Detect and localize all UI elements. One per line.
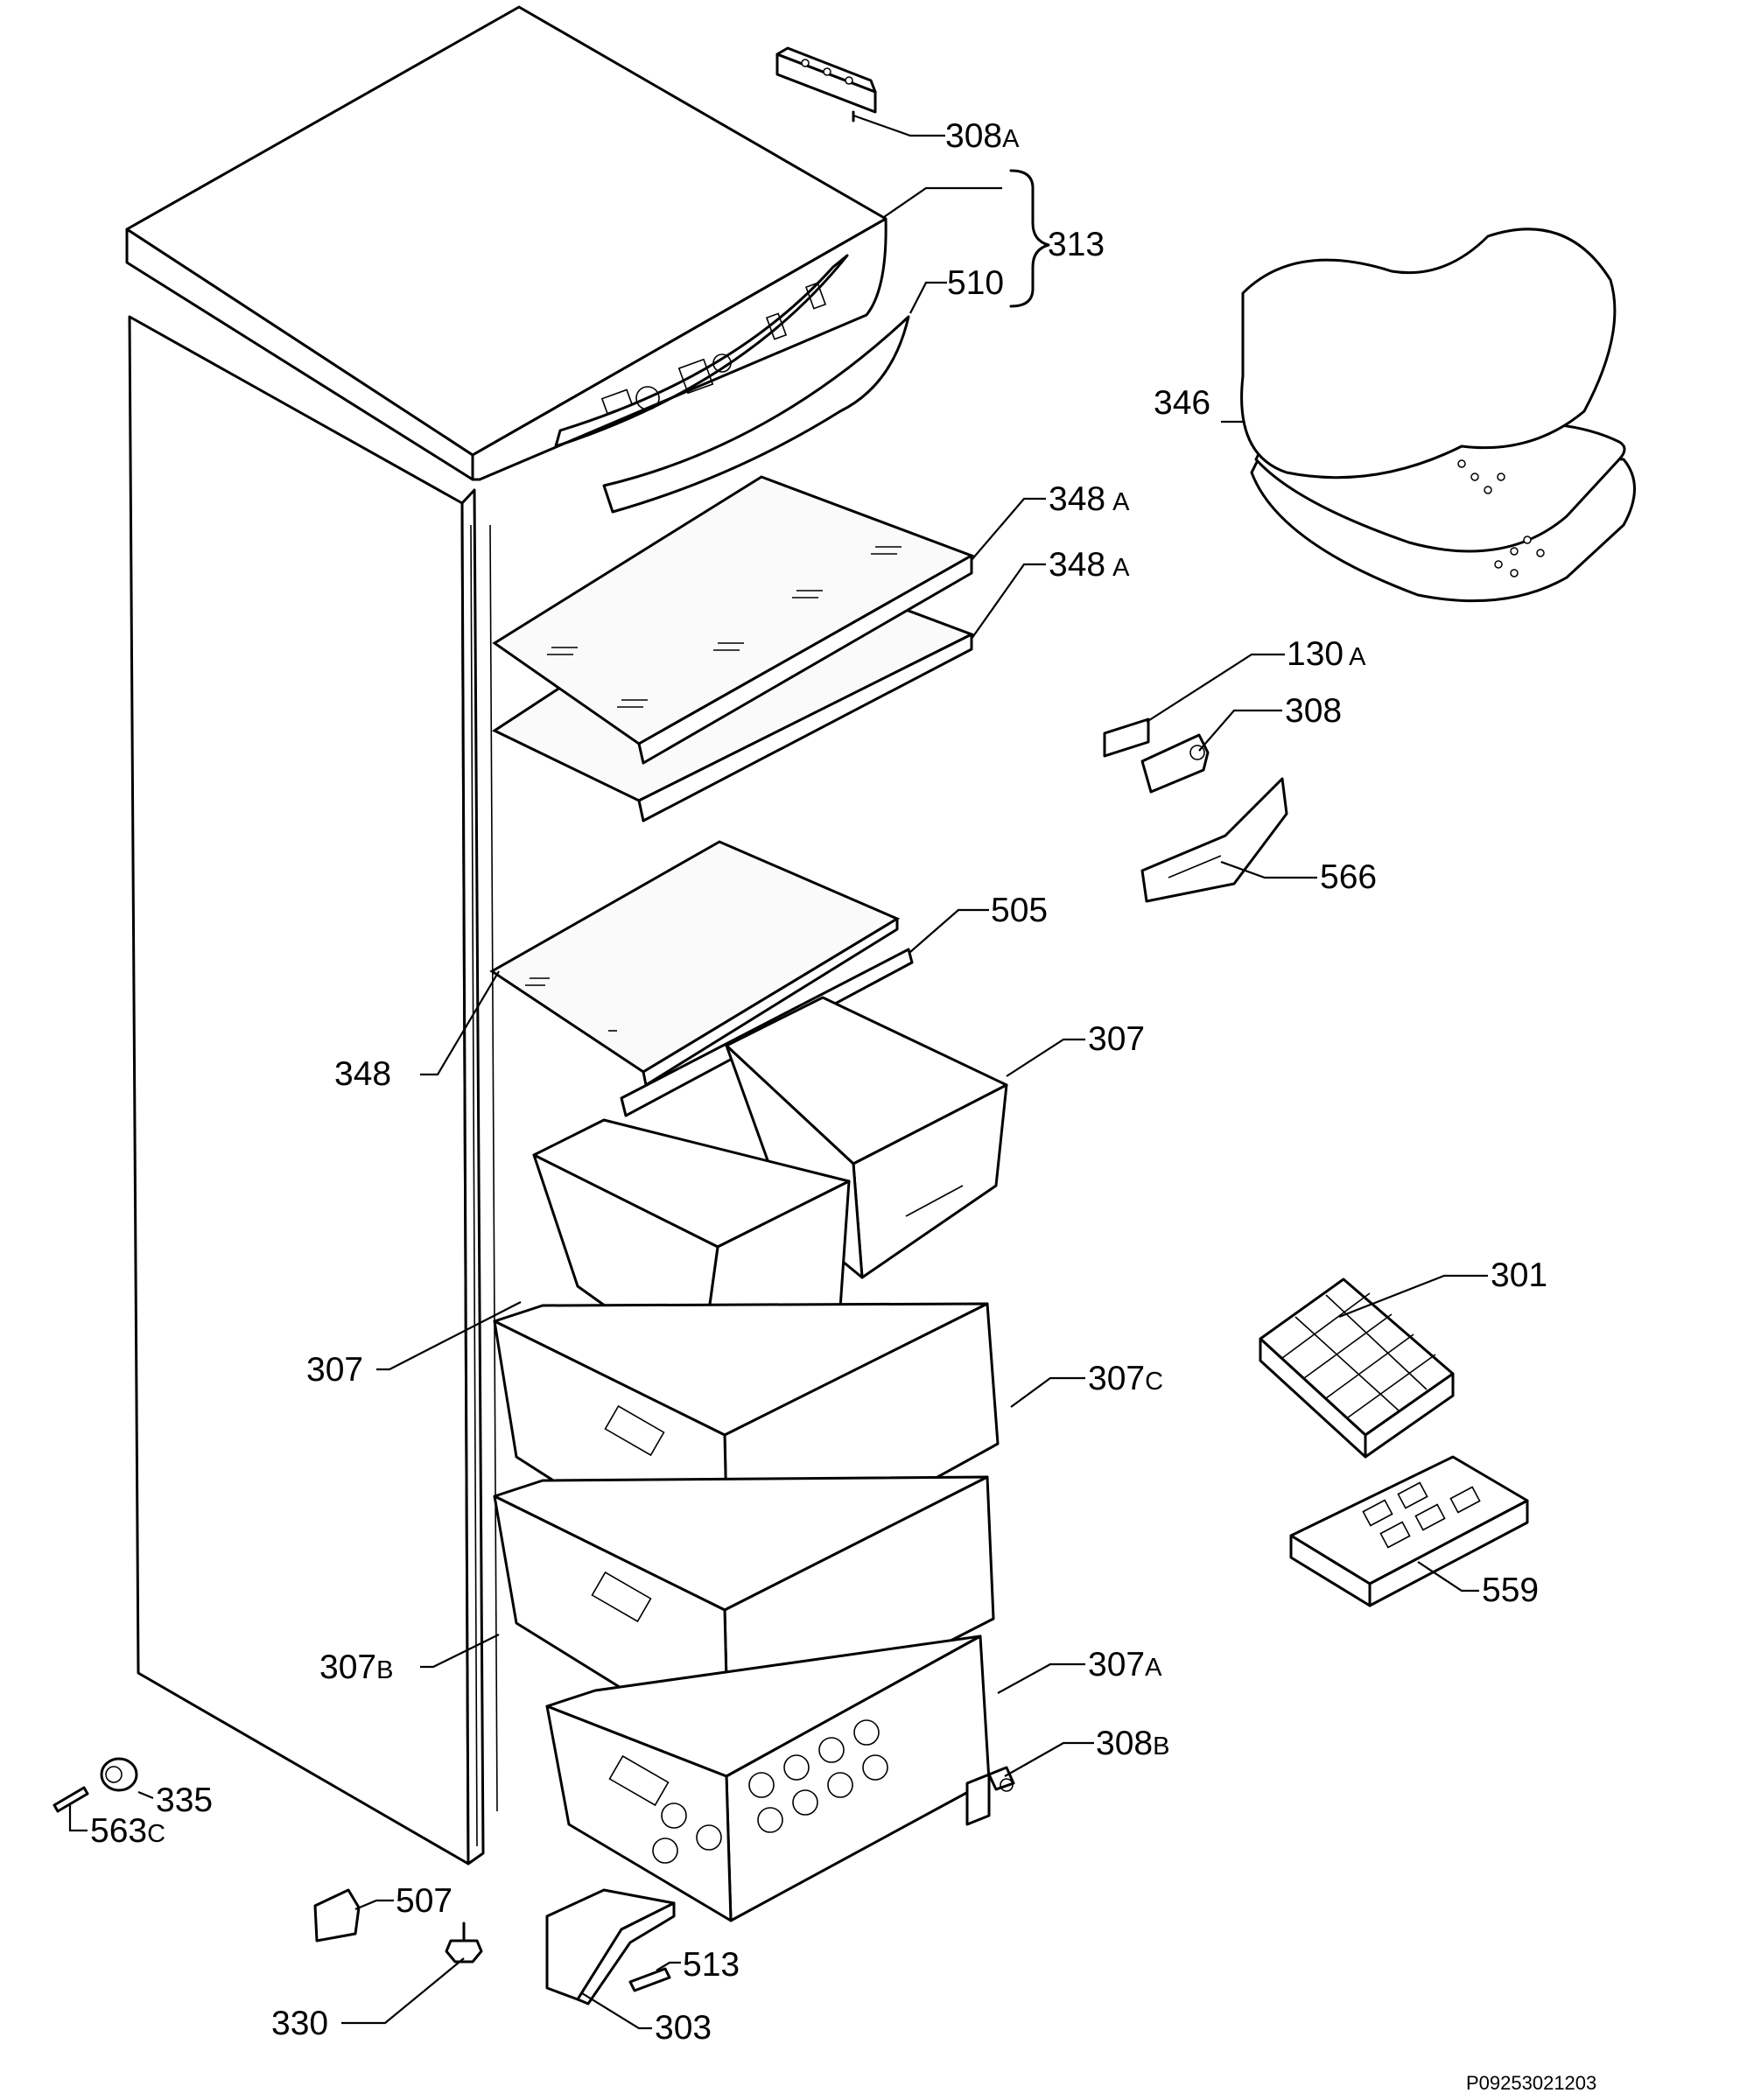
- pin-563c: [53, 1786, 89, 1813]
- glass-shelf-348: [489, 840, 901, 1087]
- label-307b: 307B: [319, 1648, 393, 1686]
- hinge-308b: [965, 1766, 1015, 1826]
- leader-lines: [68, 114, 1488, 2030]
- bracket-507: [313, 1888, 361, 1942]
- label-559: 559: [1482, 1572, 1539, 1609]
- ice-cube-recesses: [652, 1719, 888, 1864]
- label-307c: 307C: [1088, 1360, 1163, 1397]
- ice-tray: [1259, 1278, 1455, 1459]
- latch-130a: [1103, 718, 1150, 758]
- label-335: 335: [156, 1782, 213, 1819]
- label-507: 507: [396, 1882, 453, 1920]
- label-346: 346: [1154, 384, 1210, 422]
- clip-513: [628, 1967, 671, 1992]
- glass-shelf-upper-348a: [492, 475, 975, 765]
- label-348: 348: [334, 1055, 391, 1093]
- label-307-right: 307: [1088, 1020, 1145, 1058]
- label-308a-top: 308A: [945, 117, 1020, 155]
- diagram-code: P09253021203: [1466, 2072, 1596, 2094]
- top-cover: [125, 5, 888, 481]
- scraper-566: [1140, 777, 1288, 903]
- label-505: 505: [991, 892, 1048, 929]
- adjustable-foot-330: [445, 1922, 483, 1964]
- label-510: 510: [947, 264, 1004, 302]
- bowl-holes: [1457, 459, 1545, 578]
- egg-bowl: [1240, 228, 1636, 603]
- label-308: 308: [1285, 692, 1342, 730]
- label-563c: 563C: [90, 1812, 165, 1850]
- control-panel-strip: [602, 315, 910, 514]
- label-307-left: 307: [306, 1351, 363, 1389]
- label-330: 330: [271, 2005, 328, 2042]
- hinge-308: [1140, 733, 1210, 794]
- cold-accumulator: [1289, 1455, 1529, 1607]
- freezer-drawer-307a: [545, 1634, 991, 1922]
- label-307a: 307A: [1088, 1646, 1162, 1684]
- cabinet-body: [128, 315, 498, 1866]
- label-303: 303: [655, 2009, 712, 2047]
- label-308b: 308B: [1096, 1725, 1169, 1762]
- label-513: 513: [683, 1946, 740, 1984]
- label-313: 313: [1048, 226, 1105, 263]
- label-301: 301: [1491, 1256, 1547, 1294]
- label-566: 566: [1320, 858, 1377, 896]
- plinth-303: [545, 1888, 676, 2006]
- spacer-335: [100, 1757, 138, 1792]
- top-hinge: [775, 46, 877, 122]
